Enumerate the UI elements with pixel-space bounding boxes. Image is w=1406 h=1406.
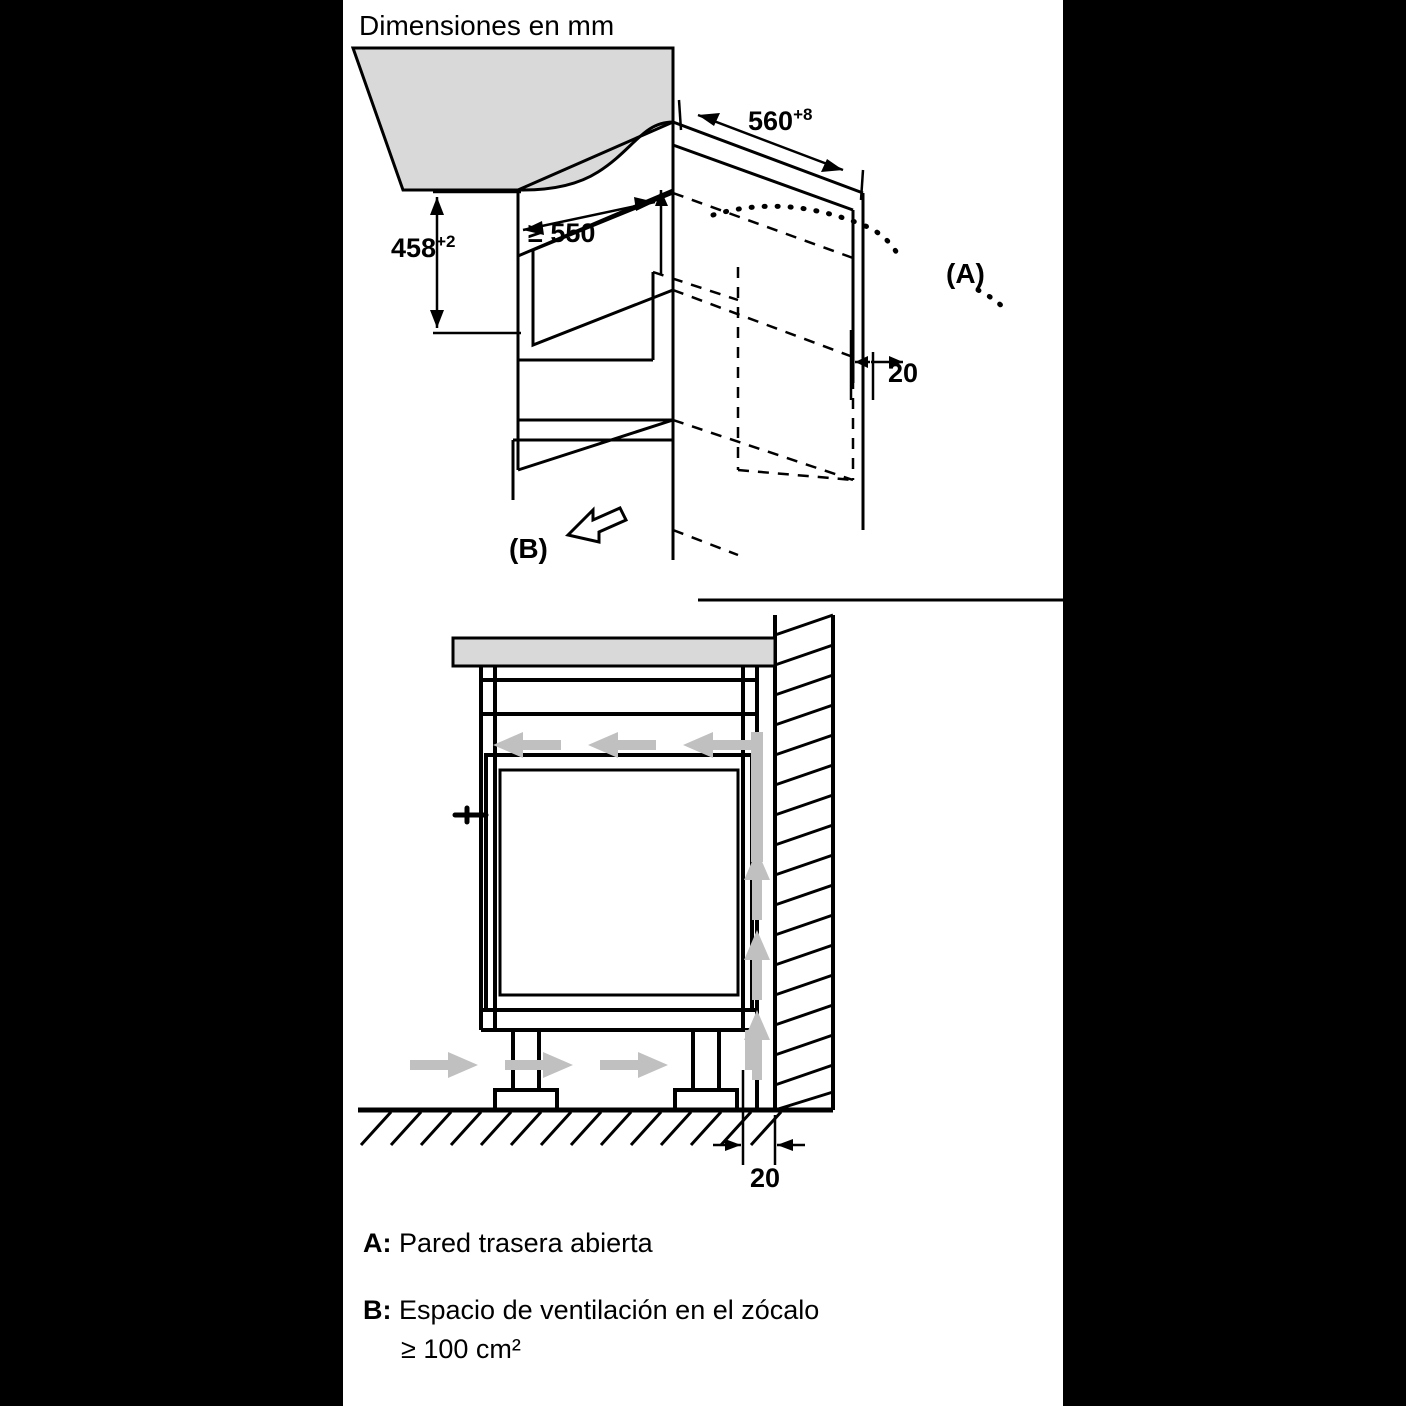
dimension-458 xyxy=(430,190,521,335)
cabinet-perspective xyxy=(511,120,1063,602)
diagram-title: Dimensiones en mm xyxy=(359,10,615,41)
dimension-label-20-bottom: 20 xyxy=(750,1163,781,1193)
legend-text-a: Pared trasera abierta xyxy=(399,1228,653,1258)
wall-hatching xyxy=(773,613,835,1112)
airflow-arrows xyxy=(410,732,770,1080)
legend-key-a: A: xyxy=(363,1228,392,1258)
legend-text-b: Espacio de ventilación en el zócalo xyxy=(399,1295,820,1325)
floor-hatching xyxy=(358,1107,833,1147)
legend-item-a: A: Pared trasera abierta xyxy=(363,1228,653,1259)
countertop-section xyxy=(451,636,777,668)
dimension-560 xyxy=(677,99,865,201)
legend-text-b-second-line: ≥ 100 cm² xyxy=(401,1334,521,1364)
dimension-20-bottom xyxy=(713,1070,805,1165)
dimension-label-20-top: 20 xyxy=(888,358,919,388)
callout-b-arrow xyxy=(565,506,629,544)
legend-item-b: B: Espacio de ventilación en el zócalo xyxy=(363,1295,819,1326)
callout-a-dotted-line xyxy=(710,203,1006,310)
dimension-20-top xyxy=(849,330,903,400)
dimension-label-550: ≥ 550 xyxy=(528,218,596,248)
installation-drawing xyxy=(350,46,1063,1165)
dimension-550 xyxy=(522,190,668,275)
countertop-slab xyxy=(350,46,675,192)
dimension-label-458: 458+2 xyxy=(391,232,456,263)
legend-key-b: B: xyxy=(363,1295,392,1325)
callout-b-marker: (B) xyxy=(509,533,548,564)
callout-a-marker: (A) xyxy=(946,258,985,289)
dimension-label-560: 560+8 xyxy=(748,105,813,136)
diagram-sheet: Dimensiones en mm 560+8 458+2 ≥ 550 20 (… xyxy=(343,0,1063,1406)
